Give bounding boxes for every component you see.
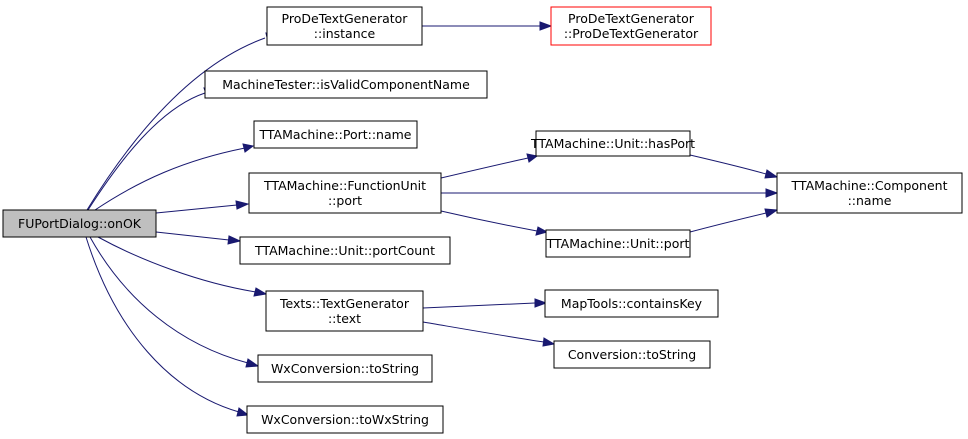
node-label: ::port [328, 193, 362, 208]
arrowhead-containskey [534, 298, 548, 308]
node-maptools[interactable]: MapTools::containsKey [544, 289, 719, 318]
node-box [535, 130, 691, 157]
arrowhead-fuport [235, 200, 250, 210]
node-label: WxConversion::toString [271, 361, 419, 376]
edge-onok-to-isvalid [87, 92, 206, 211]
node-label: ::instance [314, 26, 376, 41]
edge-hasport-to-compname [689, 154, 767, 175]
node-label: ProDeTextGenerator [282, 11, 409, 26]
node-tg-text[interactable]: Texts::TextGenerator::text [265, 290, 424, 332]
node-label: TTAMachine::Unit::port [546, 236, 690, 251]
node-root[interactable]: FUPortDialog::onOK [2, 209, 157, 238]
node-box [248, 172, 442, 214]
node-box [257, 354, 433, 383]
node-box [544, 289, 719, 318]
arrowhead-ctor [539, 21, 553, 31]
node-unit-port[interactable]: TTAMachine::Unit::port [545, 229, 691, 258]
arrowhead-compname-direct [765, 188, 779, 198]
node-label: ::text [328, 311, 361, 326]
node-label: TTAMachine::FunctionUnit [263, 178, 426, 193]
node-label: TTAMachine::Unit::hasPort [530, 136, 695, 151]
node-pdtg-instance[interactable]: ProDeTextGenerator::instance [266, 6, 423, 46]
node-unit-portcount[interactable]: TTAMachine::Unit::portCount [239, 236, 451, 265]
arrowhead-compname-unitport [764, 208, 779, 218]
node-label: MachineTester::isValidComponentName [222, 77, 470, 92]
edge-fuport-to-unitport [440, 210, 538, 232]
node-fu-port[interactable]: TTAMachine::FunctionUnit::port [248, 172, 442, 214]
node-box [253, 120, 418, 149]
arrowhead-wxtostring [245, 358, 260, 368]
node-port-name[interactable]: TTAMachine::Port::name [253, 120, 418, 149]
edge-onok-to-instance [86, 37, 266, 211]
node-label: TTAMachine::Component [791, 178, 948, 193]
edge-onok-to-text [97, 236, 257, 293]
node-wx-towxstring[interactable]: WxConversion::toWxString [246, 405, 444, 434]
node-label: Texts::TextGenerator [279, 296, 410, 311]
node-box [776, 172, 963, 214]
node-conv-tostring[interactable]: Conversion::toString [553, 340, 711, 369]
node-box [265, 290, 424, 332]
arrowhead-hasport [526, 153, 539, 163]
edge-fuport-to-hasport [440, 157, 529, 179]
node-box [204, 70, 488, 99]
node-pdtg-ctor[interactable]: ProDeTextGenerator::ProDeTextGenerator [550, 6, 712, 46]
edge-onok-to-fuport [155, 204, 238, 214]
node-mt-valid[interactable]: MachineTester::isValidComponentName [204, 70, 488, 99]
node-label: TTAMachine::Unit::portCount [254, 243, 435, 258]
edge-onok-to-wxtowxstring [85, 236, 240, 413]
arrowhead-unitport [535, 226, 549, 236]
edge-onok-to-portname [94, 147, 246, 211]
node-box [2, 209, 157, 238]
edge-text-to-containskey [422, 302, 536, 309]
call-nodes: FUPortDialog::onOK ProDeTextGenerator::in… [2, 6, 963, 434]
edge-onok-to-portcount [155, 231, 230, 241]
node-box [266, 6, 423, 46]
edge-text-to-convtostring [422, 321, 545, 343]
node-box [545, 229, 691, 258]
node-box [246, 405, 444, 434]
node-unit-hasport[interactable]: TTAMachine::Unit::hasPort [530, 130, 695, 157]
edge-unitport-to-compname [689, 212, 767, 233]
node-wx-tostring[interactable]: WxConversion::toString [257, 354, 433, 383]
node-comp-name[interactable]: TTAMachine::Component::name [776, 172, 963, 214]
node-label: TTAMachine::Port::name [258, 127, 411, 142]
node-box [239, 236, 451, 265]
node-label: ::name [848, 193, 892, 208]
node-box [553, 340, 711, 369]
edge-onok-to-wxtostring [89, 236, 249, 364]
node-label: FUPortDialog::onOK [18, 216, 142, 231]
node-label: Conversion::toString [568, 347, 696, 362]
arrowhead-wxtowxstring [236, 407, 250, 417]
node-label: WxConversion::toWxString [261, 412, 429, 427]
node-label: ::ProDeTextGenerator [564, 26, 699, 41]
arrowhead-convtostring [542, 337, 556, 347]
arrowhead-portname [242, 143, 255, 153]
arrowhead-portcount [227, 235, 242, 245]
node-label: ProDeTextGenerator [568, 11, 695, 26]
arrowhead-compname-hasport [764, 169, 779, 179]
arrowhead-text [253, 287, 268, 297]
node-box [550, 6, 712, 46]
node-label: MapTools::containsKey [561, 296, 703, 311]
